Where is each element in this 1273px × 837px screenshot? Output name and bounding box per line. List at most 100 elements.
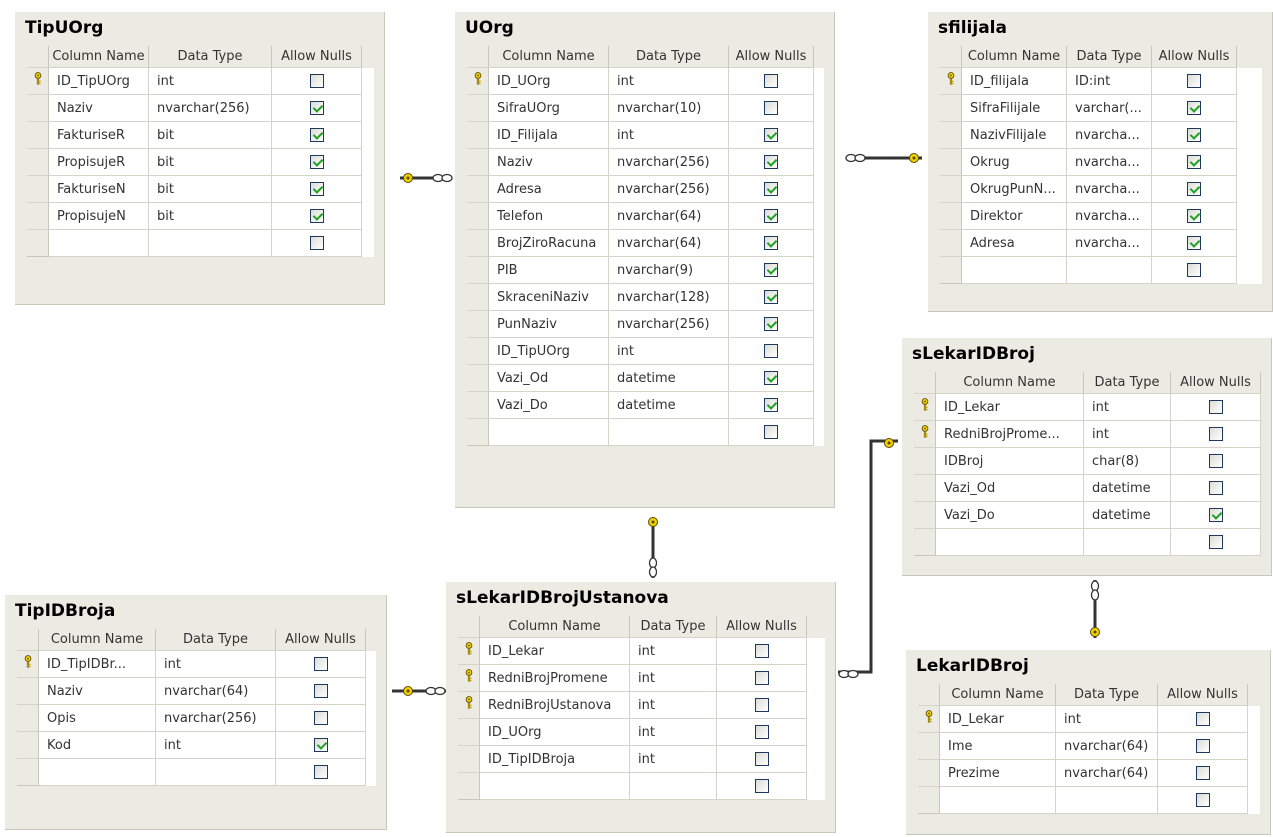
data-type-cell[interactable]: int <box>609 68 729 95</box>
data-type-header[interactable]: Data Type <box>149 46 272 68</box>
data-type-cell[interactable]: bit <box>149 122 272 149</box>
data-type-cell[interactable] <box>156 759 276 786</box>
table-title[interactable]: sLekarIDBrojUstanova <box>456 588 669 608</box>
allow-nulls-checkbox[interactable] <box>764 263 778 277</box>
column-name-header[interactable]: Column Name <box>480 616 630 638</box>
allow-nulls-checkbox[interactable] <box>764 371 778 385</box>
column-name-cell[interactable]: Naziv <box>489 149 609 176</box>
allow-nulls-checkbox[interactable] <box>1187 182 1201 196</box>
row-selector[interactable] <box>458 638 480 665</box>
row-selector[interactable] <box>458 692 480 719</box>
allow-nulls-checkbox[interactable] <box>754 698 769 712</box>
column-name-cell[interactable]: ID_Filijala <box>489 122 609 149</box>
allow-nulls-checkbox[interactable] <box>764 344 778 358</box>
column-name-cell[interactable] <box>936 529 1084 556</box>
data-type-header[interactable]: Data Type <box>1084 372 1171 394</box>
allow-nulls-checkbox[interactable] <box>754 779 769 793</box>
data-type-cell[interactable]: nvarchar(64) <box>1056 760 1158 787</box>
row-selector[interactable] <box>467 365 489 392</box>
data-type-cell[interactable]: int <box>630 665 717 692</box>
column-name-cell[interactable]: BrojZiroRacuna <box>489 230 609 257</box>
row-selector[interactable] <box>467 95 489 122</box>
data-type-cell[interactable]: bit <box>149 149 272 176</box>
row-selector[interactable] <box>467 419 489 446</box>
allow-nulls-checkbox[interactable] <box>754 644 769 658</box>
data-type-cell[interactable]: nvarchar(256) <box>149 95 272 122</box>
data-type-cell[interactable]: int <box>156 651 276 678</box>
new-column-row[interactable] <box>458 773 825 800</box>
relationship-slekaridbroj-lekaridbroj[interactable] <box>1090 580 1100 638</box>
new-column-row[interactable] <box>27 230 374 257</box>
row-selector[interactable] <box>918 787 940 814</box>
column-name-header[interactable]: Column Name <box>489 46 609 68</box>
data-type-cell[interactable]: int <box>1084 394 1171 421</box>
data-type-cell[interactable]: datetime <box>609 365 729 392</box>
data-type-cell[interactable]: nvarcha... <box>1067 122 1152 149</box>
data-type-cell[interactable]: nvarchar(256) <box>609 149 729 176</box>
allow-nulls-checkbox[interactable] <box>313 657 328 671</box>
data-type-cell[interactable] <box>1067 257 1152 284</box>
column-name-cell[interactable]: PropisujeR <box>49 149 149 176</box>
data-type-cell[interactable]: int <box>630 719 717 746</box>
column-name-cell[interactable]: Kod <box>39 732 156 759</box>
column-row[interactable]: ID_TipIDBr...int <box>17 651 376 678</box>
allow-nulls-checkbox[interactable] <box>309 74 324 88</box>
allow-nulls-header[interactable]: Allow Nulls <box>1152 46 1237 68</box>
column-name-cell[interactable]: ID_Lekar <box>480 638 630 665</box>
allow-nulls-checkbox[interactable] <box>1195 739 1210 753</box>
column-name-cell[interactable]: ID_UOrg <box>480 719 630 746</box>
column-name-header[interactable]: Column Name <box>49 46 149 68</box>
row-selector[interactable] <box>467 257 489 284</box>
data-type-cell[interactable]: nvarcha... <box>1067 176 1152 203</box>
allow-nulls-checkbox[interactable] <box>309 128 324 142</box>
data-type-cell[interactable]: ID:int <box>1067 68 1152 95</box>
column-name-cell[interactable]: FakturiseN <box>49 176 149 203</box>
row-selector[interactable] <box>17 759 39 786</box>
allow-nulls-checkbox[interactable] <box>764 290 778 304</box>
column-name-cell[interactable]: ID_TipUOrg <box>489 338 609 365</box>
allow-nulls-checkbox[interactable] <box>1187 209 1201 223</box>
new-column-row[interactable] <box>17 759 376 786</box>
allow-nulls-checkbox[interactable] <box>764 101 778 115</box>
relationship-uorg-sfilijala[interactable] <box>845 153 922 163</box>
column-name-header[interactable]: Column Name <box>39 629 156 651</box>
row-selector[interactable] <box>918 706 940 733</box>
allow-nulls-checkbox[interactable] <box>309 182 324 196</box>
column-name-cell[interactable]: SkraceniNaziv <box>489 284 609 311</box>
row-selector[interactable] <box>467 68 489 95</box>
allow-nulls-header[interactable]: Allow Nulls <box>729 46 814 68</box>
row-selector[interactable] <box>914 448 936 475</box>
row-selector[interactable] <box>467 122 489 149</box>
data-type-cell[interactable]: datetime <box>1084 502 1171 529</box>
column-name-cell[interactable]: Vazi_Od <box>489 365 609 392</box>
data-type-cell[interactable]: int <box>1056 706 1158 733</box>
row-selector[interactable] <box>467 338 489 365</box>
column-name-cell[interactable]: RedniBrojPromene <box>480 665 630 692</box>
allow-nulls-checkbox[interactable] <box>1187 263 1201 277</box>
column-name-cell[interactable]: RedniBrojProme... <box>936 421 1084 448</box>
column-name-cell[interactable]: ID_TipIDBr... <box>39 651 156 678</box>
column-name-cell[interactable]: SifraUOrg <box>489 95 609 122</box>
allow-nulls-checkbox[interactable] <box>764 128 778 142</box>
row-selector[interactable] <box>914 421 936 448</box>
row-selector[interactable] <box>27 149 49 176</box>
relationship-tipidbroja-slekaridbrojustanova[interactable] <box>392 686 446 696</box>
column-name-cell[interactable]: Prezime <box>940 760 1056 787</box>
data-type-cell[interactable]: datetime <box>609 392 729 419</box>
